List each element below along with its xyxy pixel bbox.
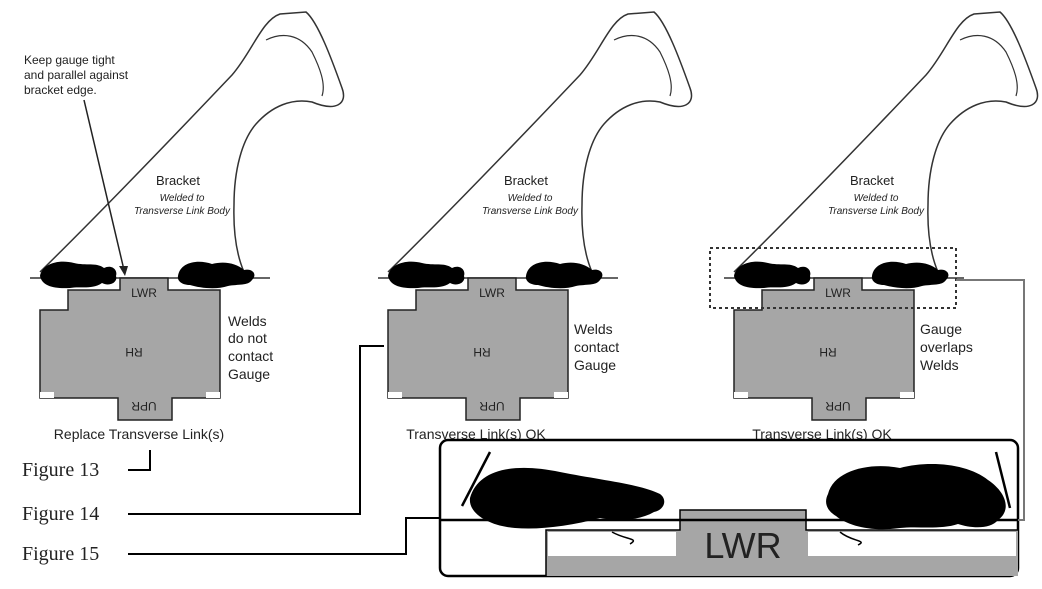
panel-caption: Replace Transverse Link(s) bbox=[54, 426, 224, 442]
gauge-top-label: LWR bbox=[479, 286, 505, 300]
note-pointer bbox=[83, 99, 125, 271]
figure-13-label: Figure 13 bbox=[22, 459, 99, 481]
bracket-label: Bracket bbox=[850, 173, 894, 188]
zoom-inset: LWR bbox=[438, 438, 1020, 578]
gauge-bottom-label: UPR bbox=[479, 399, 505, 413]
bracket-label: Bracket bbox=[504, 173, 548, 188]
bracket-shape bbox=[377, 11, 693, 289]
gauge-top-label: LWR bbox=[131, 286, 157, 300]
panel-figure-15: Bracket Welded to Transverse Link Body L… bbox=[709, 11, 1039, 442]
side-text-1: Welds bbox=[574, 321, 613, 337]
bracket-sub2: Transverse Link Body bbox=[134, 206, 231, 217]
side-text-2: do not bbox=[228, 330, 267, 346]
gauge-bottom-label: UPR bbox=[131, 399, 157, 413]
bracket-sub1: Welded to bbox=[160, 193, 205, 204]
figure-14-leader bbox=[128, 345, 384, 515]
bracket-sub1: Welded to bbox=[508, 193, 553, 204]
gauge-mid-label: RH bbox=[125, 345, 142, 359]
note-line-2: and parallel against bbox=[24, 68, 129, 82]
bracket-shape bbox=[723, 11, 1039, 289]
figure-13-leader bbox=[128, 450, 151, 471]
bracket-sub2: Transverse Link Body bbox=[482, 206, 579, 217]
bracket-label: Bracket bbox=[156, 173, 200, 188]
bracket-sub2: Transverse Link Body bbox=[828, 206, 925, 217]
gauge-bottom-label: UPR bbox=[825, 399, 851, 413]
gauge-top-label: LWR bbox=[825, 286, 851, 300]
gauge-mid-label: RH bbox=[473, 345, 490, 359]
note-pointer-arrowhead bbox=[119, 266, 128, 276]
side-text-2: overlaps bbox=[920, 339, 973, 355]
figure-14-label: Figure 14 bbox=[22, 503, 99, 525]
gauge-mid-label: RH bbox=[819, 345, 836, 359]
figure-15-leader bbox=[128, 517, 440, 555]
zoom-lwr-label: LWR bbox=[704, 525, 781, 566]
side-text-3: contact bbox=[228, 348, 273, 364]
panel-figure-13: Bracket Welded to Transverse Link Body L… bbox=[29, 11, 345, 442]
note-line-1: Keep gauge tight bbox=[24, 53, 115, 67]
side-text-1: Welds bbox=[228, 313, 267, 329]
panel-figure-14: Bracket Welded to Transverse Link Body L… bbox=[377, 11, 693, 442]
highlight-box bbox=[709, 247, 957, 309]
panel-caption: Transverse Link(s) OK bbox=[406, 426, 546, 442]
side-text-2: contact bbox=[574, 339, 619, 355]
side-text-4: Gauge bbox=[228, 366, 270, 382]
connector-panel3 bbox=[956, 279, 1025, 521]
figure-15-label: Figure 15 bbox=[22, 543, 99, 565]
side-text-3: Welds bbox=[920, 357, 959, 373]
panel-caption: Transverse Link(s) OK bbox=[752, 426, 892, 442]
side-text-1: Gauge bbox=[920, 321, 962, 337]
note-line-3: bracket edge. bbox=[24, 83, 97, 97]
bracket-sub1: Welded to bbox=[854, 193, 899, 204]
side-text-3: Gauge bbox=[574, 357, 616, 373]
